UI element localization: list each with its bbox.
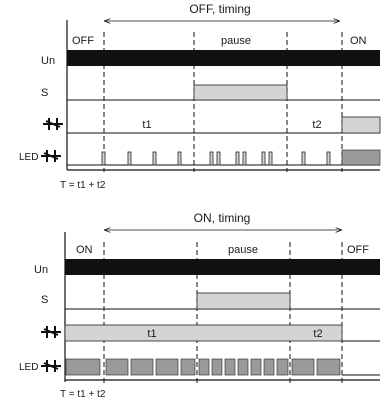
row-label-led: LED (19, 152, 38, 163)
un-signal-bar (67, 50, 380, 66)
phase-end-label: ON (350, 35, 367, 47)
led-pulse (105, 358, 129, 376)
phase-end-label: OFF (347, 244, 369, 256)
led-pulse (211, 358, 223, 376)
led-pulse (65, 358, 101, 376)
led-pulse (177, 151, 182, 166)
led-pulse (130, 358, 154, 376)
row-label-un: Un (41, 55, 55, 67)
relay-on-block (341, 116, 381, 134)
t1-label: t1 (147, 328, 156, 340)
row-label-un: Un (34, 264, 48, 276)
led-pulse (209, 151, 214, 166)
led-blink-pulses (65, 358, 341, 376)
led-on-block (341, 149, 381, 166)
led-pulse (250, 358, 262, 376)
led-icon (41, 360, 61, 372)
led-pulse (224, 358, 236, 376)
row-label-s: S (41, 87, 48, 99)
diagram-on-timing: ON, timing ON pause OFF Un S t1 t2 LED (19, 211, 380, 400)
t1-label: t1 (142, 119, 151, 131)
phase-middle-label: pause (221, 35, 251, 47)
row-label-led: LED (19, 362, 38, 373)
led-pulse (235, 151, 240, 166)
un-signal-bar (65, 259, 380, 275)
formula-label: T = t1 + t2 (60, 180, 106, 191)
s-pulse (193, 84, 288, 101)
led-icon (41, 150, 61, 162)
diagram-title: OFF, timing (189, 2, 250, 16)
led-pulse (152, 151, 157, 166)
led-pulse (301, 151, 306, 166)
phase-start-label: ON (76, 244, 93, 256)
led-pulse (268, 151, 273, 166)
led-pulse (198, 358, 210, 376)
s-pulse (196, 292, 291, 310)
relay-on-block (64, 324, 343, 342)
led-pulse (242, 151, 247, 166)
formula-label: T = t1 + t2 (60, 389, 106, 400)
diagram-off-timing: OFF, timing OFF pause ON Un S t1 t2 LED (19, 2, 381, 191)
led-pulse (316, 358, 341, 376)
phase-start-label: OFF (72, 35, 94, 47)
led-pulse (180, 358, 196, 376)
led-pulse (216, 151, 221, 166)
diagram-title: ON, timing (194, 211, 251, 225)
led-pulse (237, 358, 249, 376)
t2-label: t2 (312, 119, 321, 131)
led-blink-pulses (101, 149, 381, 166)
led-pulse (155, 358, 179, 376)
led-pulse (263, 358, 275, 376)
phase-middle-label: pause (228, 244, 258, 256)
led-pulse (291, 358, 315, 376)
relay-contact-icon (43, 118, 63, 130)
led-pulse (261, 151, 266, 166)
t2-label: t2 (313, 328, 322, 340)
led-pulse (101, 151, 106, 166)
led-pulse (127, 151, 132, 166)
row-label-s: S (41, 294, 48, 306)
led-pulse (276, 358, 289, 376)
led-pulse (326, 151, 331, 166)
relay-contact-icon (41, 326, 61, 338)
